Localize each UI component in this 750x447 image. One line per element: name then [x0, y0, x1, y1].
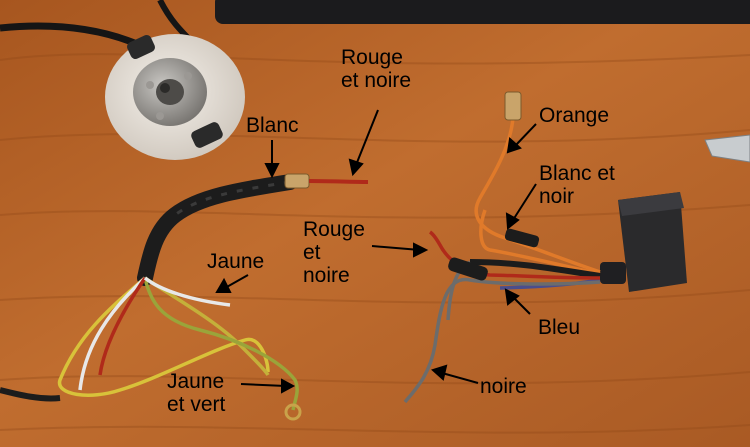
- black-sleeve-a: [504, 228, 540, 248]
- dark-keyboard: [215, 0, 750, 24]
- orange-connector: [504, 91, 522, 121]
- label-rouge-et-noire-top: Rouge et noire: [341, 46, 412, 92]
- silver-tool: [704, 134, 750, 163]
- label-orange: Orange: [539, 104, 610, 127]
- label-blanc-et-noir: Blanc et noir: [539, 162, 615, 208]
- ring-terminal: [284, 403, 302, 421]
- cdi-box: [600, 192, 687, 292]
- right-wires: [403, 117, 601, 404]
- wood-grain: [0, 53, 750, 434]
- label-jaune: Jaune: [207, 250, 265, 273]
- label-jaune-et-vert: Jaune et vert: [167, 370, 226, 416]
- stator-coil: [105, 34, 245, 160]
- label-rouge-et-noire-mid: Rouge et noire: [303, 218, 365, 287]
- blanc-connector: [284, 173, 310, 189]
- label-bleu: Bleu: [538, 316, 581, 339]
- annotation-arrows: [215, 109, 537, 394]
- label-noire: noire: [480, 375, 527, 398]
- yellow-wires: [57, 276, 299, 411]
- black-sleeve-b: [448, 257, 488, 281]
- black-wire-bottom-left: [0, 387, 61, 402]
- red-black-wire-top: [308, 179, 369, 184]
- label-blanc: Blanc: [246, 114, 299, 137]
